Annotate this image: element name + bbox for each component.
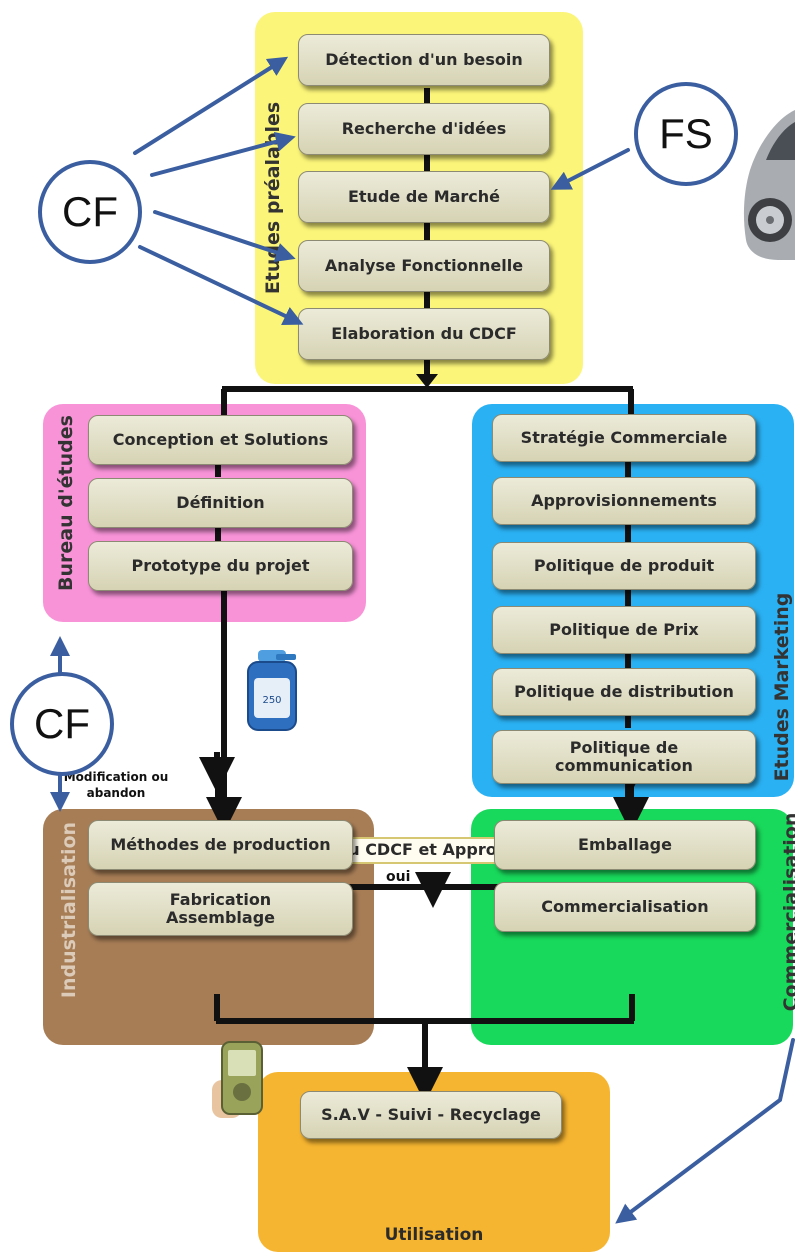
- step-definition: Définition: [88, 478, 353, 528]
- oui-label: oui: [386, 869, 411, 885]
- step-politique-distribution: Politique de distribution: [492, 668, 756, 716]
- step-detection-besoin: Détection d'un besoin: [298, 34, 550, 86]
- bottle-label-text: 250: [262, 695, 281, 706]
- step-etude-marche: Etude de Marché: [298, 171, 550, 223]
- step-commercialisation: Commercialisation: [494, 882, 756, 932]
- step-politique-prix: Politique de Prix: [492, 606, 756, 654]
- step-politique-produit: Politique de produit: [492, 542, 756, 590]
- car-icon: [743, 110, 795, 260]
- cf-circle-top: CF: [38, 160, 142, 264]
- step-methodes-production: Méthodes de production: [88, 820, 353, 870]
- utilisation-label: Utilisation: [384, 1225, 484, 1245]
- step-prototype-projet: Prototype du projet: [88, 541, 353, 591]
- step-emballage: Emballage: [494, 820, 756, 870]
- step-fabrication-assemblage: Fabrication Assemblage: [88, 882, 353, 936]
- step-strategie-commerciale: Stratégie Commerciale: [492, 414, 756, 462]
- bottle-icon: 250: [247, 650, 297, 731]
- step-conception-solutions: Conception et Solutions: [88, 415, 353, 465]
- step-recherche-idees: Recherche d'idées: [298, 103, 550, 155]
- handheld-device-icon: [212, 1041, 263, 1118]
- step-sav-suivi-recyclage: S.A.V - Suivi - Recyclage: [300, 1091, 562, 1139]
- modification-abandon-text: Modification ou abandon: [63, 770, 169, 800]
- step-analyse-fonctionnelle: Analyse Fonctionnelle: [298, 240, 550, 292]
- step-politique-communication: Politique de communication: [492, 730, 756, 784]
- step-approvisionnements: Approvisionnements: [492, 477, 756, 525]
- fs-circle: FS: [634, 82, 738, 186]
- step-elaboration-cdcf: Elaboration du CDCF: [298, 308, 550, 360]
- cf-circle-bottom: CF: [10, 672, 114, 776]
